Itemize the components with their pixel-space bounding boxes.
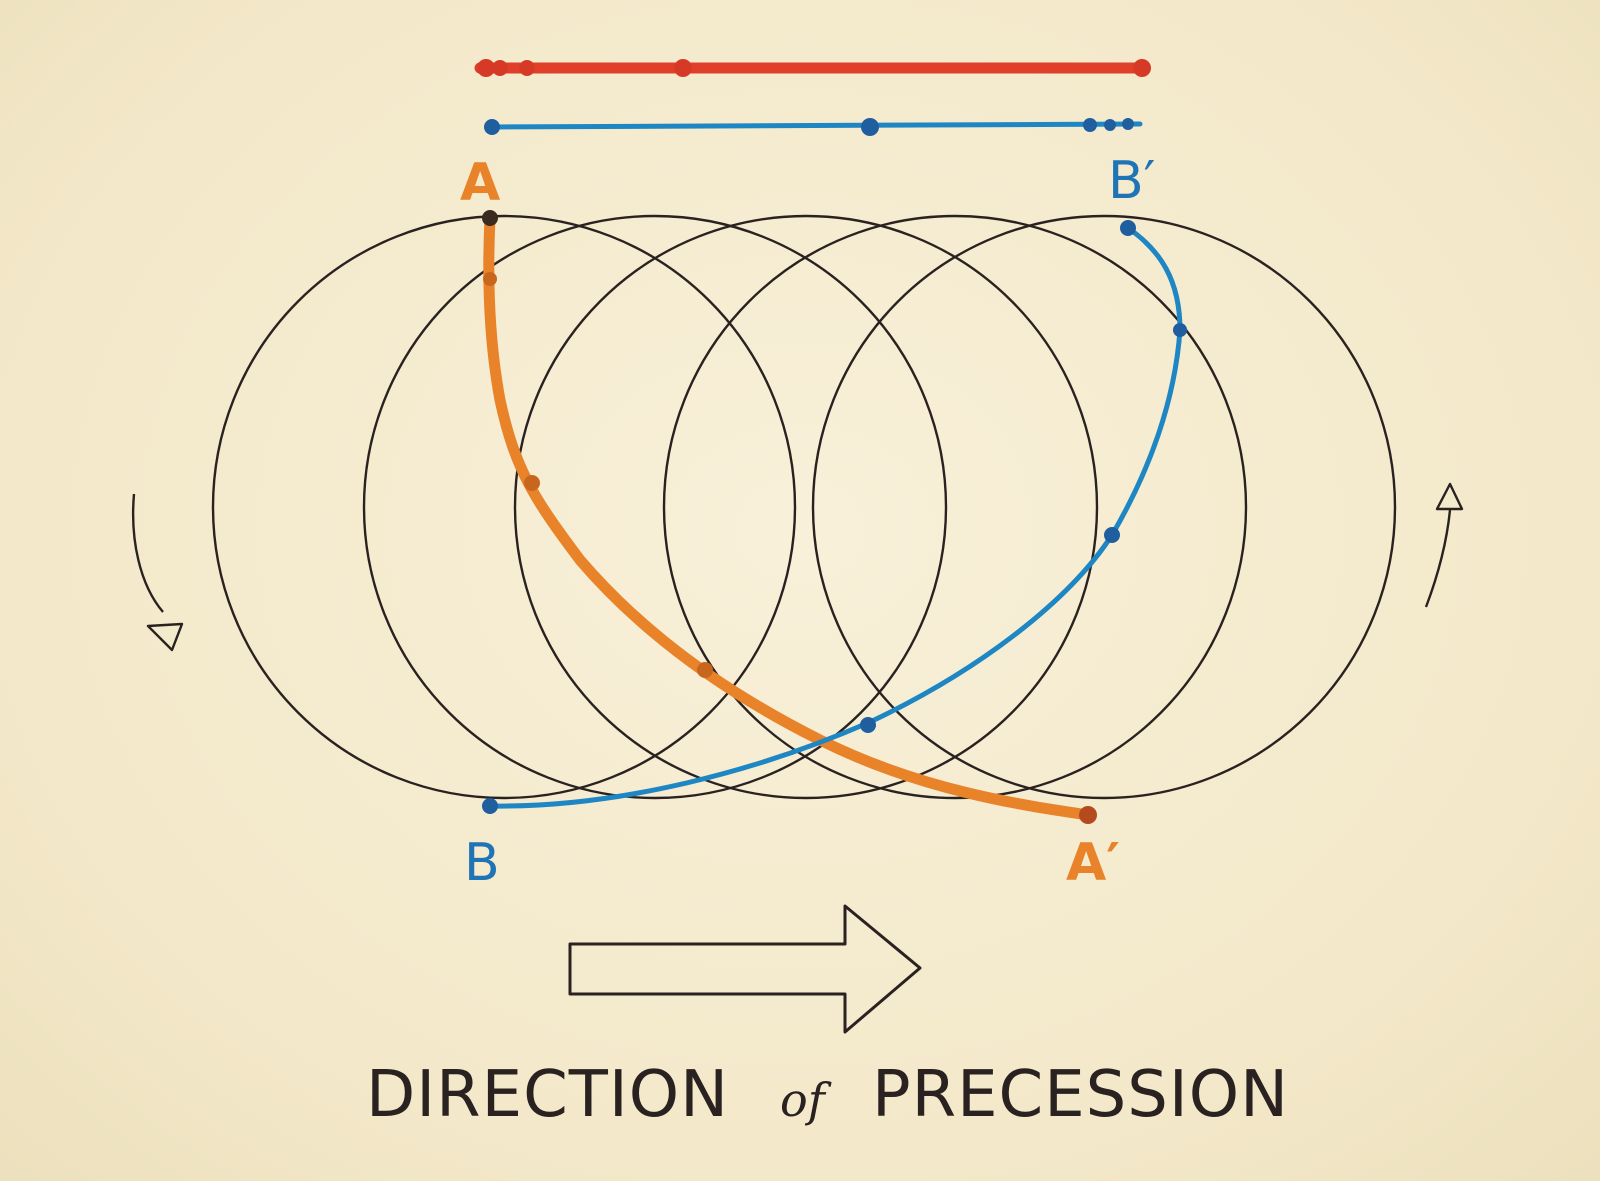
right-arrow-icon [568,904,922,1034]
blue-path-dot [860,717,876,733]
red-bar-dot [1133,59,1151,77]
blue-bar-dot [1104,119,1116,131]
circle-1 [211,214,797,800]
clockwise-arrow-icon [131,493,184,652]
blue-bar-dot [861,118,879,136]
label-b: B [464,833,500,893]
orange-path [482,210,1097,824]
blue-path-dot [1173,323,1187,337]
counterclockwise-arrow-icon [1424,482,1464,608]
circle-5 [811,214,1397,800]
red-bar-dot [519,60,535,76]
orange-path-dot [1079,806,1097,824]
orange-path-dot [483,272,497,286]
circle-4 [662,214,1248,800]
orange-path-dot [697,662,713,678]
blue-path-dot [1104,527,1120,543]
blue-bar-dot [1122,118,1134,130]
label-a-prime: A′ [1066,833,1120,893]
orange-path-dot [482,210,498,226]
blue-bar [484,118,1143,136]
blue-bar-dot [1083,118,1097,132]
label-b-prime: B′ [1108,151,1155,211]
caption-of: of [780,1073,832,1127]
blue-path [482,220,1187,814]
red-bar-dot [492,60,508,76]
caption-precession: PRECESSION [872,1058,1289,1132]
blue-bar-dot [484,119,500,135]
blue-path-dot [1120,220,1136,236]
circle-3 [513,214,1099,800]
blue-path-dot [482,798,498,814]
caption: DIRECTION of PRECESSION [366,1058,1289,1132]
circle-2 [362,214,948,800]
red-bar-dot [674,59,692,77]
orange-path-dot [524,475,540,491]
caption-direction: DIRECTION [366,1058,729,1132]
label-a: A [460,153,500,213]
red-bar-dot [477,59,495,77]
circle-group [211,214,1397,800]
red-bar [474,59,1151,77]
